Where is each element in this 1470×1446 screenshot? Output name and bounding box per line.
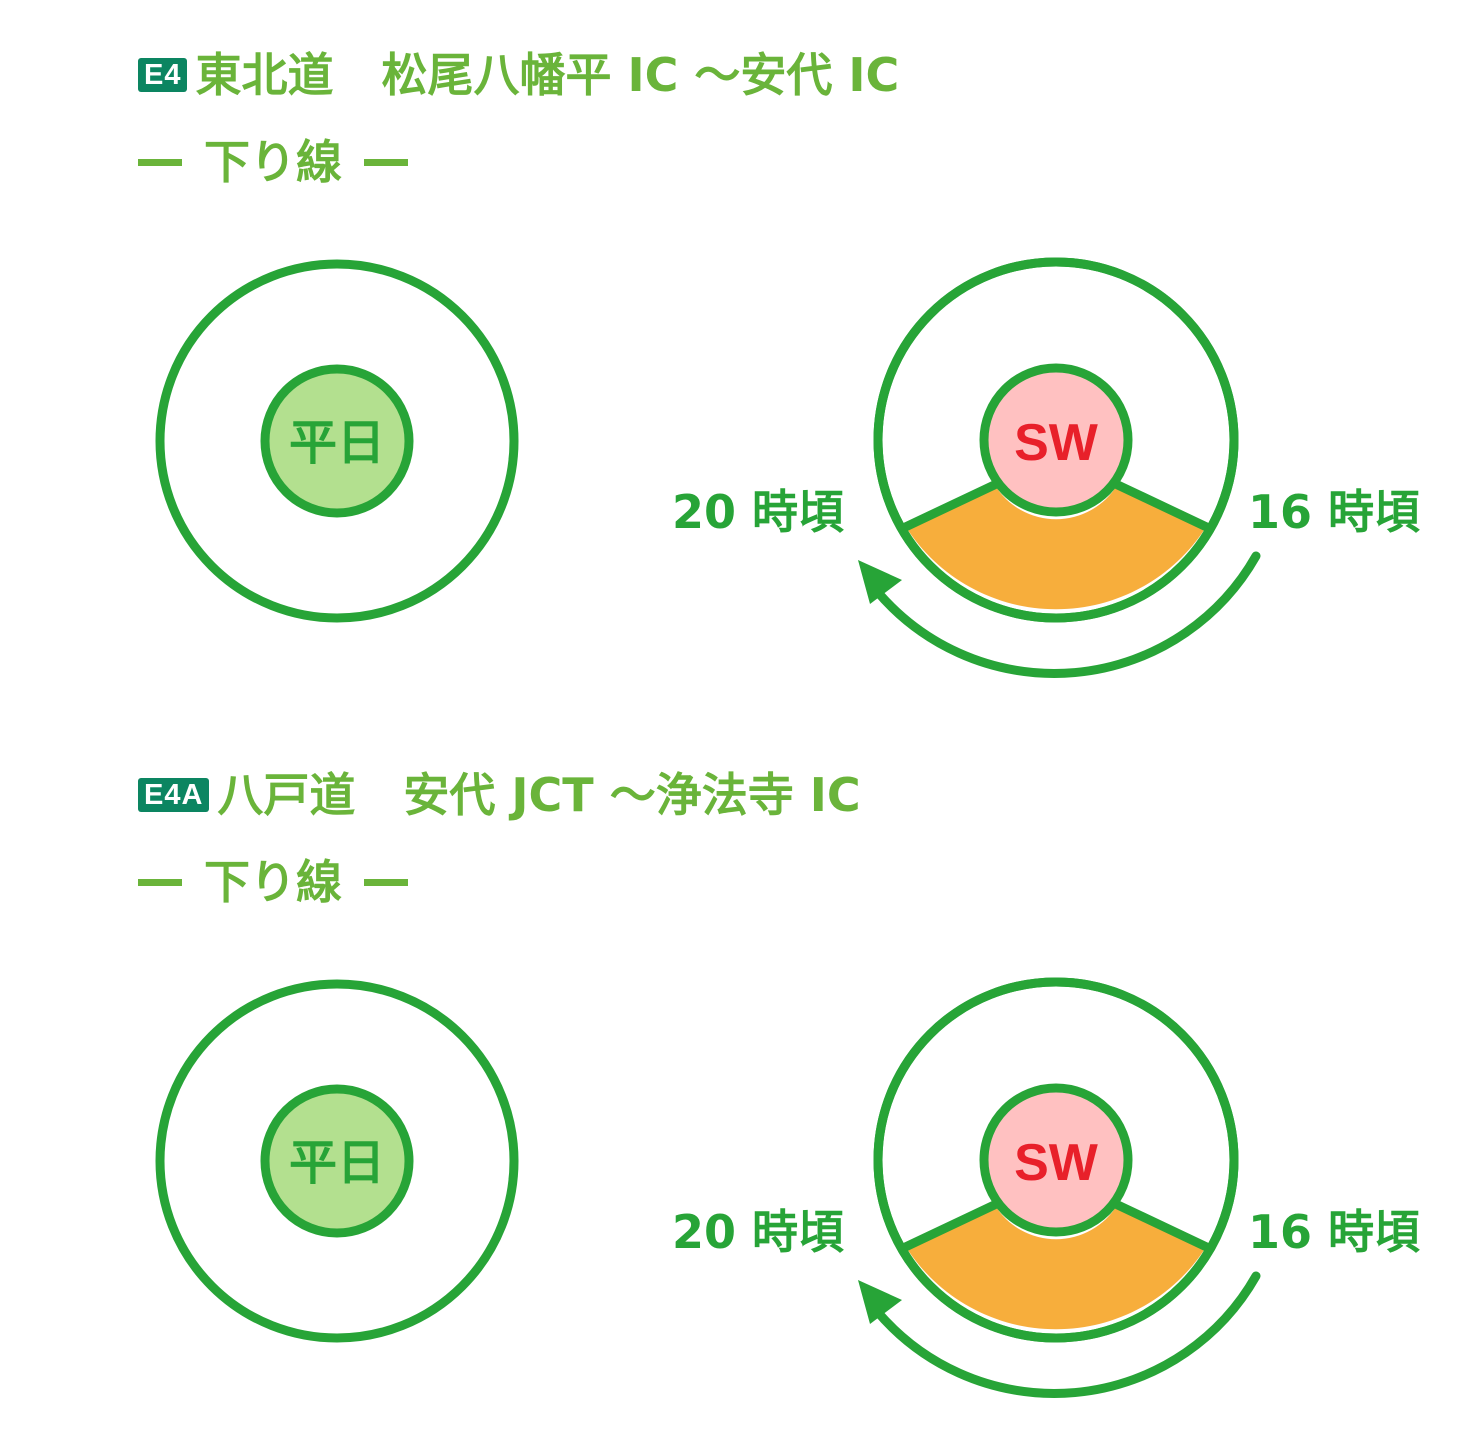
- time-arrow-head: [858, 1280, 902, 1324]
- sw-label: SW: [1014, 414, 1099, 472]
- dash-right: [364, 158, 408, 166]
- congestion-diagram: 平日 SW: [155, 257, 1261, 678]
- congestion-wedge: [905, 1204, 1207, 1330]
- wedge-edge-16: [1112, 480, 1211, 532]
- route-title: E4 東北道 松尾八幡平 IC ～安代 IC: [138, 45, 899, 105]
- time-arrow-arc: [871, 551, 1261, 678]
- sw-center: [979, 363, 1133, 517]
- time-end-label: 20 時頃: [672, 485, 845, 539]
- weekday-clock-ring: [155, 979, 519, 1343]
- weekday-center: [260, 364, 414, 518]
- section-tohoku: E4 東北道 松尾八幡平 IC ～安代 IC 下り線 平日 SW 16 時頃 2…: [0, 0, 1470, 720]
- congestion-diagram: 平日 SW: [155, 977, 1261, 1398]
- route-section: 松尾八幡平 IC ～安代 IC: [381, 48, 900, 102]
- weekday-label: 平日: [289, 415, 385, 471]
- time-start-label: 16 時頃: [1248, 485, 1421, 539]
- wedge-edge-20: [901, 480, 1000, 532]
- time-arrow-head: [858, 560, 902, 604]
- weekday-clock-ring: [155, 259, 519, 623]
- time-start-label: 16 時頃: [1248, 1205, 1421, 1259]
- wedge-edge-16: [1112, 1200, 1211, 1252]
- time-arrow-arc: [871, 1271, 1261, 1398]
- sw-center: [979, 1083, 1133, 1237]
- sw-clock-ring-outline: [873, 257, 1239, 623]
- route-name: 東北道: [195, 48, 334, 102]
- route-badge: E4: [138, 58, 188, 92]
- wedge-edge-20: [901, 1200, 1000, 1252]
- dash-left: [138, 878, 182, 886]
- direction-label: 下り線: [138, 132, 430, 192]
- time-end-label: 20 時頃: [672, 1205, 845, 1259]
- direction-text: 下り線: [204, 855, 342, 909]
- section-hachinohe: E4A 八戸道 安代 JCT ～浄法寺 IC 下り線 平日 SW 16 時頃 2…: [0, 720, 1470, 1440]
- sw-clock-ring-outline: [873, 977, 1239, 1343]
- dash-left: [138, 158, 182, 166]
- direction-text: 下り線: [204, 135, 342, 189]
- route-name: 八戸道: [217, 768, 356, 822]
- direction-label: 下り線: [138, 852, 430, 912]
- weekday-center: [260, 1084, 414, 1238]
- route-badge: E4A: [138, 778, 210, 812]
- weekday-label: 平日: [289, 1135, 385, 1191]
- congestion-wedge: [905, 484, 1207, 610]
- route-section: 安代 JCT ～浄法寺 IC: [403, 768, 861, 822]
- sw-label: SW: [1014, 1134, 1099, 1192]
- route-title: E4A 八戸道 安代 JCT ～浄法寺 IC: [138, 765, 861, 825]
- dash-right: [364, 878, 408, 886]
